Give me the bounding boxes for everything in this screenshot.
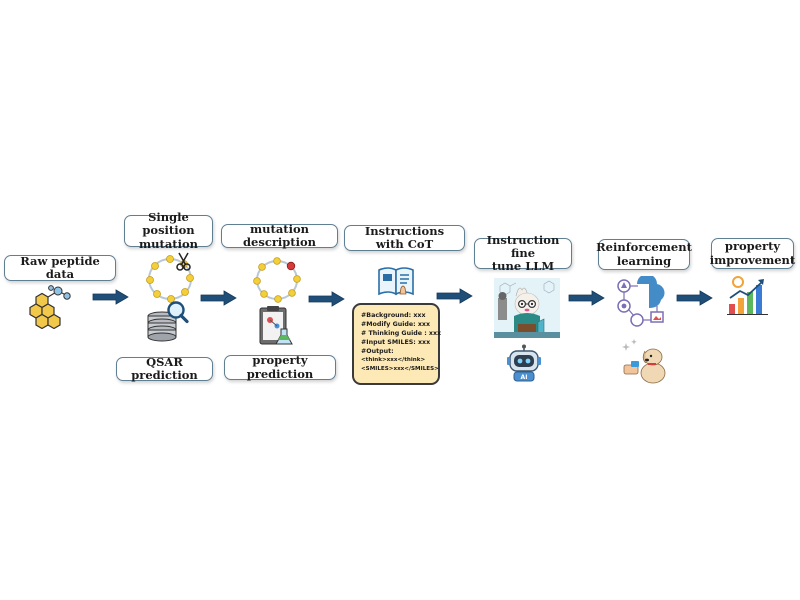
dog-reward-icon xyxy=(622,339,666,384)
cot-prompt-box: #Background: xxx #Modify Guide: xxx # Th… xyxy=(352,303,442,385)
label-instruction-fine-tune-llm: Instruction fine tune LLM xyxy=(474,233,572,273)
cot-input-smiles: #Input SMILES: xxx xyxy=(361,339,431,346)
llama-scientist-illustration xyxy=(494,278,560,338)
reinforcement-learning-icon xyxy=(617,276,665,327)
hexagon-molecule-icon xyxy=(29,285,71,329)
arrow-4 xyxy=(436,288,473,304)
cot-smiles-tag: <SMILES>xxx</SMILES> xyxy=(361,366,439,372)
database-search-icon xyxy=(147,301,189,342)
mutated-peptide-ring-icon xyxy=(253,257,301,303)
label-mutation-description: mutation description xyxy=(221,222,338,249)
cot-modify-guide: #Modify Guide: xxx xyxy=(361,321,431,328)
label-property-prediction: property prediction xyxy=(224,354,336,380)
cot-background: #Background: xxx xyxy=(361,312,426,319)
label-single-position-mutation: Single position mutation xyxy=(124,211,213,250)
arrow-5 xyxy=(568,290,605,306)
label-instructions-with-cot: Instructions with CoT xyxy=(344,224,465,251)
growth-chart-icon xyxy=(727,276,768,315)
cot-output: #Output: xyxy=(361,348,394,355)
label-qsar-prediction: QSAR prediction xyxy=(116,355,213,382)
arrow-2 xyxy=(200,290,237,306)
label-reinforcement-learning: Reinforcement learning xyxy=(596,239,692,270)
lab-analysis-icon xyxy=(259,306,293,345)
scissors-icon xyxy=(176,252,191,271)
cot-think-tag: <think>xxx</think> xyxy=(361,357,426,363)
arrow-3 xyxy=(308,291,345,307)
label-raw-peptide-data: Raw peptide data xyxy=(4,254,116,281)
cot-thinking-guide: # Thinking Guide : xxx xyxy=(361,330,442,337)
peptide-ring-icon xyxy=(146,255,194,303)
robot-ai-badge: AI xyxy=(521,374,528,381)
arrow-6 xyxy=(676,290,713,306)
label-property-improvement: property improvement xyxy=(710,238,795,269)
robot-icon: AI xyxy=(507,344,541,382)
arrow-1 xyxy=(92,289,129,305)
instruction-book-icon xyxy=(378,267,414,296)
